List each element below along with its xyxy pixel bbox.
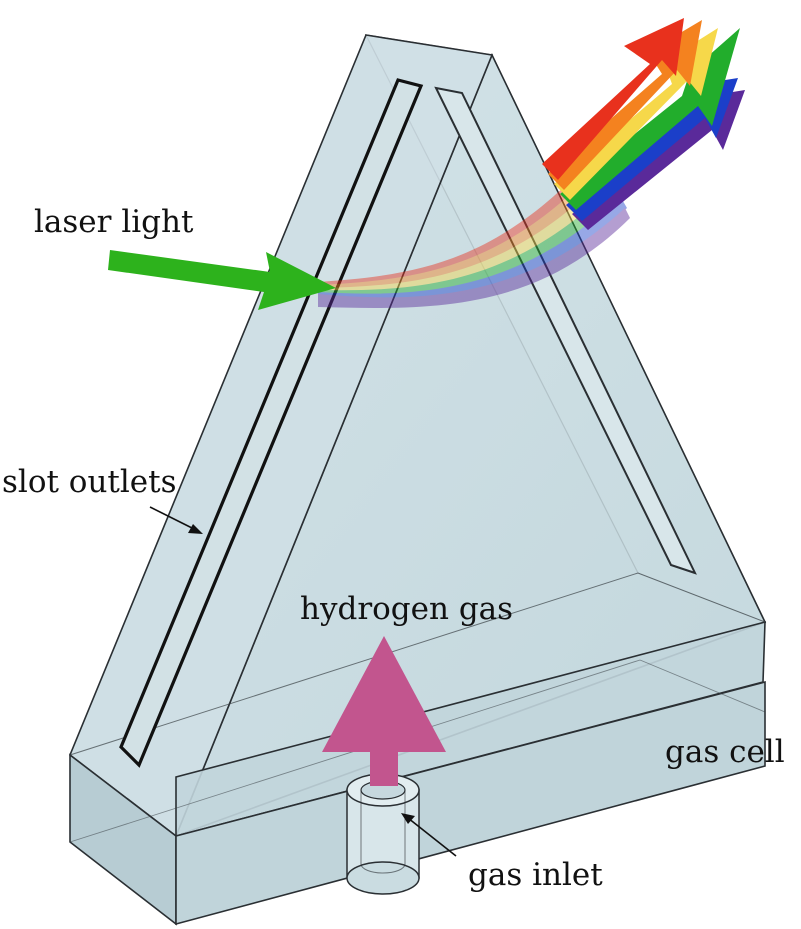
- laser-arrow-body: [108, 250, 336, 310]
- right-slot-outlet: [434, 86, 697, 575]
- hydrogen-gas-label: hydrogen gas: [300, 591, 513, 627]
- gas-inlet-tube: [346, 773, 420, 895]
- gas-inlet-label: gas inlet: [468, 857, 603, 893]
- hydrogen-gas-arrow: [322, 636, 446, 786]
- spectrum-blue-arrow: [566, 78, 738, 221]
- cell-hidden-edges: [69, 572, 766, 756]
- laser-light-label: laser light: [34, 204, 194, 240]
- laser-arrow: [108, 250, 336, 310]
- spectrum-orange-arrow: [548, 20, 702, 190]
- gas-inlet-pointer: [407, 817, 457, 857]
- slot-outlets-pointer: [149, 506, 197, 531]
- spectrum-violet-arrow: [572, 90, 745, 230]
- refracted-beam: [318, 150, 630, 308]
- slot-outlets-label: slot outlets: [2, 464, 177, 500]
- cell-base-front: [175, 680, 766, 926]
- spectrum-red-arrow: [542, 18, 684, 180]
- left-slot-outlet: [119, 78, 424, 768]
- slot-outlets: [119, 78, 697, 768]
- spectrum-output: [542, 18, 745, 230]
- label-pointers: [149, 506, 457, 857]
- gas-cell-label: gas cell: [665, 734, 785, 770]
